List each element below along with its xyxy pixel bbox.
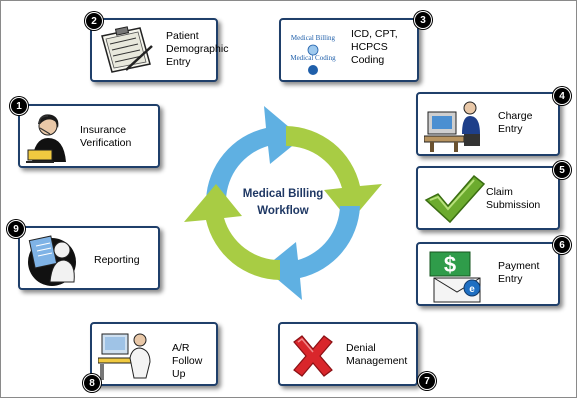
step-claim-submission: Claim Submission bbox=[416, 166, 560, 230]
step-number-badge: 1 bbox=[10, 97, 28, 115]
step-number-badge: 2 bbox=[85, 12, 103, 30]
step-charge-entry: Charge Entry bbox=[416, 92, 560, 156]
svg-text:$: $ bbox=[444, 252, 456, 277]
step-number-badge: 9 bbox=[7, 220, 25, 238]
step-number-badge: 4 bbox=[553, 87, 571, 105]
center-title-line1: Medical Billing bbox=[242, 188, 324, 201]
computer-operator-icon bbox=[424, 101, 480, 152]
desk-worker-icon bbox=[98, 333, 151, 380]
center-title-line2: Workflow bbox=[257, 205, 309, 217]
svg-text:e: e bbox=[469, 284, 475, 295]
green-checkmark-icon bbox=[424, 174, 486, 224]
step-reporting: Reporting bbox=[18, 226, 160, 290]
cycle-arrow-bottom-right bbox=[264, 206, 360, 300]
step-label: Reporting bbox=[94, 254, 140, 266]
cycle-arrows bbox=[184, 106, 382, 300]
clipboard-form-icon bbox=[101, 26, 153, 73]
step-insurance-verification: Insurance Verification bbox=[18, 104, 160, 168]
step-label: Payment Entry bbox=[498, 260, 540, 286]
step-label: Denial Management bbox=[346, 342, 408, 368]
step-denial-management: Denial Management bbox=[278, 322, 418, 386]
step-number-badge: 8 bbox=[83, 374, 101, 392]
step-label: ICD, CPT, HCPCS Coding bbox=[351, 28, 398, 67]
step-number-badge: 3 bbox=[414, 11, 432, 29]
receptionist-headset-icon bbox=[26, 114, 66, 163]
dollar-envelope-icon: $ e bbox=[429, 251, 481, 303]
red-x-icon bbox=[293, 335, 333, 377]
cycle-arrow-top-right bbox=[286, 126, 382, 222]
center-title: Medical Billing Workflow bbox=[178, 98, 388, 308]
step-number-badge: 7 bbox=[418, 372, 436, 390]
step-icd-cpt-hcpcs-coding: Medical Billing Medical Coding ICD, CPT,… bbox=[279, 18, 419, 82]
step-label: Patient Demographic Entry bbox=[166, 30, 229, 69]
step-patient-demographic-entry: Patient Demographic Entry bbox=[90, 18, 228, 82]
step-payment-entry: $ e Payment Entry bbox=[416, 242, 560, 306]
svg-text:Medical Billing: Medical Billing bbox=[291, 34, 336, 42]
medical-coding-book-icon: Medical Billing Medical Coding bbox=[289, 28, 337, 76]
cycle-arrow-top-left bbox=[206, 106, 302, 200]
report-reader-icon bbox=[28, 235, 76, 286]
step-label: A/R Follow Up bbox=[172, 342, 203, 381]
svg-text:Medical Coding: Medical Coding bbox=[290, 54, 336, 62]
step-number-badge: 5 bbox=[553, 161, 571, 179]
step-number-badge: 6 bbox=[553, 236, 571, 254]
workflow-cycle: Medical Billing Workflow bbox=[178, 98, 388, 308]
cycle-arrow-bottom-left bbox=[184, 184, 280, 280]
step-label: Insurance Verification bbox=[80, 124, 132, 150]
step-label: Claim Submission bbox=[486, 186, 541, 212]
step-label: Charge Entry bbox=[498, 110, 533, 136]
step-ar-follow-up: A/R Follow Up bbox=[90, 322, 218, 386]
